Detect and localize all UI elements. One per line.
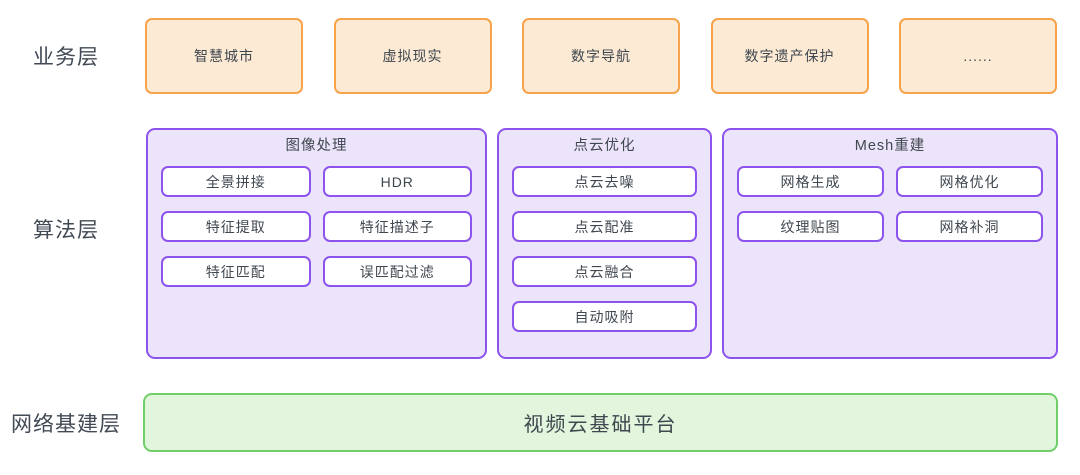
- algo-item-point-cloud-fusion: 点云融合: [512, 256, 697, 287]
- algo-item-hdr: HDR: [322, 166, 472, 197]
- business-item-smart-city: 智慧城市: [145, 18, 303, 94]
- group-title-point-cloud: 点云优化: [573, 138, 636, 154]
- algo-item-feature-descriptor: 特征描述子: [322, 211, 472, 242]
- group-title-mesh-reconstruction: Mesh重建: [854, 138, 926, 154]
- video-cloud-platform-box: 视频云基础平台: [143, 393, 1058, 452]
- algo-item-mesh-generation: 网格生成: [737, 166, 884, 197]
- image-processing-grid: 全景拼接 HDR 特征提取 特征描述子 特征匹配 误匹配过滤: [148, 155, 485, 287]
- business-layer-label: 业务层: [33, 46, 99, 69]
- algo-item-mesh-hole-filling: 网格补洞: [896, 211, 1043, 242]
- algorithm-group-mesh-reconstruction: Mesh重建 网格生成 网格优化 纹理贴图 网格补洞: [722, 128, 1058, 359]
- business-item-digital-heritage: 数字遗产保护: [710, 18, 869, 94]
- group-title-image-processing: 图像处理: [285, 138, 348, 154]
- infrastructure-layer-label: 网络基建层: [11, 412, 121, 436]
- algorithm-group-point-cloud: 点云优化 点云去噪 点云配准 点云融合 自动吸附: [497, 128, 712, 359]
- algo-item-auto-snap: 自动吸附: [512, 301, 697, 332]
- mesh-reconstruction-grid: 网格生成 网格优化 纹理贴图 网格补洞: [724, 155, 1056, 242]
- business-item-digital-navigation: 数字导航: [522, 18, 680, 94]
- algorithm-group-image-processing: 图像处理 全景拼接 HDR 特征提取 特征描述子 特征匹配 误匹配过滤: [146, 128, 487, 359]
- algo-item-panorama-stitching: 全景拼接: [161, 166, 311, 197]
- algo-item-feature-extraction: 特征提取: [161, 211, 311, 242]
- algo-item-point-cloud-registration: 点云配准: [512, 211, 697, 242]
- algo-item-texture-mapping: 纹理贴图: [737, 211, 884, 242]
- business-item-virtual-reality: 虚拟现实: [333, 18, 492, 94]
- algo-item-point-cloud-denoise: 点云去噪: [512, 166, 697, 197]
- point-cloud-grid: 点云去噪 点云配准 点云融合 自动吸附: [499, 155, 710, 332]
- business-item-more: ......: [899, 18, 1057, 94]
- algo-item-mesh-optimization: 网格优化: [896, 166, 1043, 197]
- algo-item-feature-matching: 特征匹配: [161, 256, 311, 287]
- business-layer-row: 智慧城市 虚拟现实 数字导航 数字遗产保护 ......: [145, 18, 1057, 94]
- algo-item-mismatch-filtering: 误匹配过滤: [322, 256, 472, 287]
- algorithm-layer-label: 算法层: [33, 219, 99, 242]
